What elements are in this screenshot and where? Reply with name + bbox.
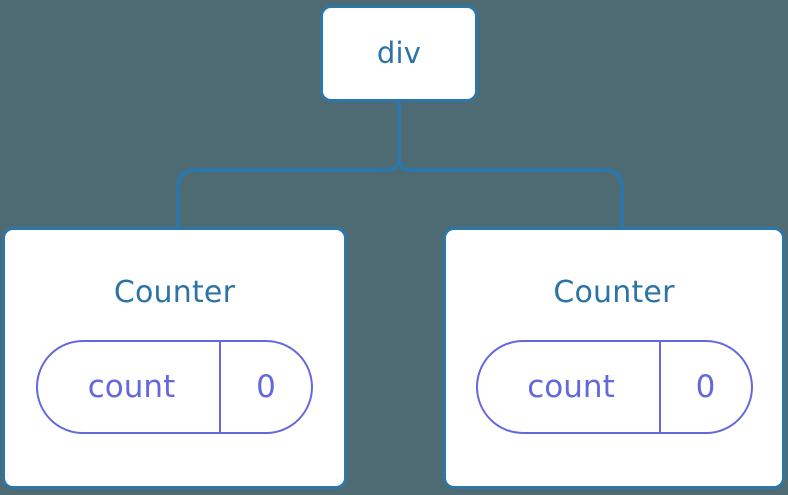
connector-branch-right <box>397 155 624 229</box>
state-pill-2[interactable]: count 0 <box>475 340 753 434</box>
connector-branch-left <box>176 155 401 229</box>
node-counter-2[interactable]: Counter count 0 <box>443 227 785 489</box>
node-counter-1-label: Counter <box>113 275 236 310</box>
state-value-2: 0 <box>658 342 751 432</box>
node-div-label: div <box>376 36 422 70</box>
node-counter-1[interactable]: Counter count 0 <box>2 227 347 489</box>
state-key-1: count <box>87 368 176 405</box>
node-div[interactable]: div <box>320 5 478 102</box>
node-counter-2-label: Counter <box>553 275 675 310</box>
state-value-1: 0 <box>219 342 311 432</box>
state-pill-1[interactable]: count 0 <box>36 340 313 434</box>
state-key-2: count <box>527 368 615 405</box>
